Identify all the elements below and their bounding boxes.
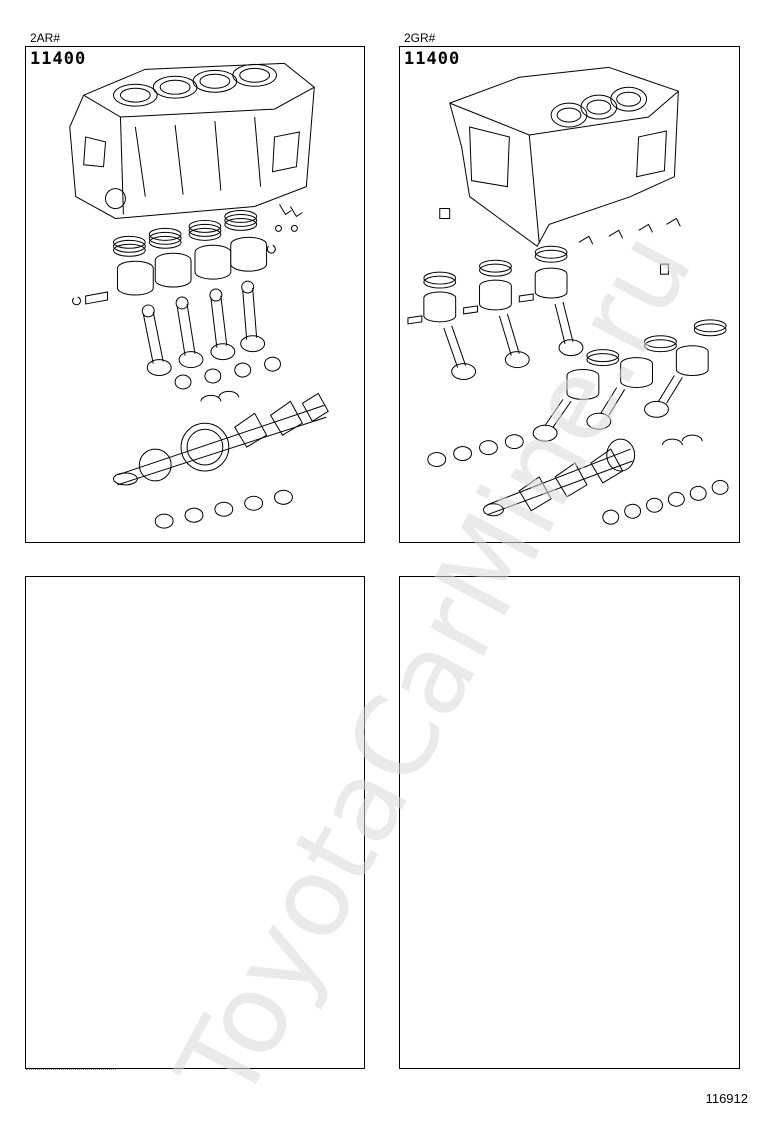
thrust-washer-icon (661, 434, 703, 446)
part-number-label[interactable]: 11400 (30, 49, 87, 69)
connecting-rod-icon (141, 280, 266, 377)
empty-panel-bottom-left (25, 576, 365, 1069)
cylinder-block-icon (449, 66, 679, 248)
oil-jet-icon (439, 208, 681, 275)
short-block-2gr-illustration (407, 66, 729, 525)
main-bearing-icon (154, 489, 293, 529)
piston-icon (72, 236, 276, 306)
engine-code-label-2gr: 2GR# (404, 31, 436, 45)
diagram-panel-2ar[interactable]: 11400 (25, 46, 365, 543)
cylinder-block-icon (69, 62, 315, 219)
piston-ring-icon (112, 210, 258, 257)
page-number: 116912 (705, 1091, 748, 1106)
short-block-2ar-illustration (69, 62, 329, 529)
connecting-rod-icon (443, 301, 683, 442)
piston-icon (407, 245, 568, 325)
piston-icon (566, 319, 727, 400)
main-bearing-icon (602, 479, 729, 525)
diagram-panel-2gr[interactable]: 11400 (399, 46, 740, 543)
empty-panel-bottom-right (399, 576, 740, 1069)
part-number-label[interactable]: 11400 (404, 49, 461, 69)
crankshaft-icon (112, 392, 329, 486)
rod-bearing-icon (427, 434, 524, 467)
oil-jet-icon (275, 204, 303, 232)
thrust-washer-icon (200, 390, 240, 402)
rod-bearing-icon (174, 356, 281, 390)
crankshaft-icon (483, 438, 636, 517)
engine-code-label-2ar: 2AR# (30, 31, 61, 45)
dotted-divider (26, 1069, 116, 1070)
